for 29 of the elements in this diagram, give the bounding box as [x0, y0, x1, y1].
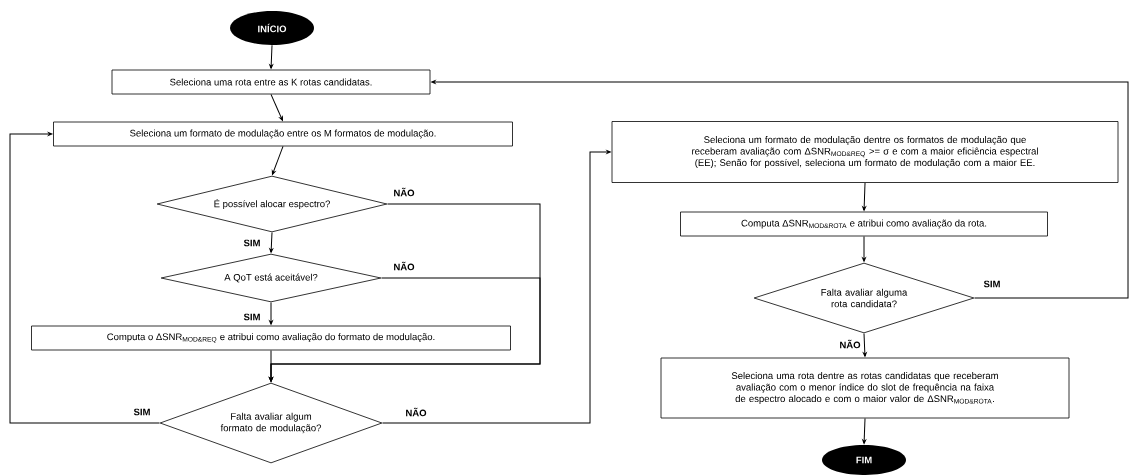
process-box: Seleciona uma rota dentre as rotas candidatas que receberam avaliação com o menor índice do slot de frequência na faixa de espectro alocado e com o maior valor de ΔSNR$_{MOD&ROTA}$. [660, 357, 1070, 419]
process-box: Seleciona uma rota entre as K rotas candidatas. [111, 69, 431, 95]
edge-label: SIM [243, 313, 260, 321]
arrow [9, 132, 161, 424]
arrow [862, 235, 866, 262]
edge-label: SIM [983, 280, 1000, 288]
process-box: Seleciona um formato de modulação dentre os formatos de modulação que receberam avaliação com ΔSNR$_{MOD&REQ}$ >= σ e com a maior eficiência espectral (EE); Senão for possível, seleciona um formato de modulação com a maior EE. [611, 121, 1119, 183]
arrow [270, 93, 283, 121]
process-box: Computa o ΔSNR$_{MOD&REQ}$ e atribui como avaliação do formato de modulação. [31, 325, 511, 351]
arrow [269, 301, 273, 325]
arrow [269, 44, 274, 69]
end-terminal: FIM [822, 445, 906, 475]
arrow [269, 349, 273, 382]
edge-label: NÃO [394, 261, 415, 271]
arrow [269, 231, 274, 253]
process-box: Computa ΔSNR$_{MOD&ROTA}$ e atribui como avaliação da rota. [680, 211, 1048, 237]
start-terminal: INÍCIO [230, 11, 314, 45]
edge-label: NÃO [394, 187, 415, 197]
arrow [431, 80, 1129, 299]
arrow [862, 417, 867, 444]
process-box: Seleciona um formato de modulação entre os M formatos de modulação. [53, 121, 513, 147]
arrow [381, 150, 611, 424]
edge-label: NÃO [840, 339, 861, 349]
arrow [862, 182, 866, 211]
arrow [863, 332, 867, 357]
edge-label: SIM [133, 408, 150, 416]
arrow [271, 145, 284, 175]
edge-label: SIM [243, 239, 260, 247]
edge-label: NÃO [406, 407, 427, 417]
